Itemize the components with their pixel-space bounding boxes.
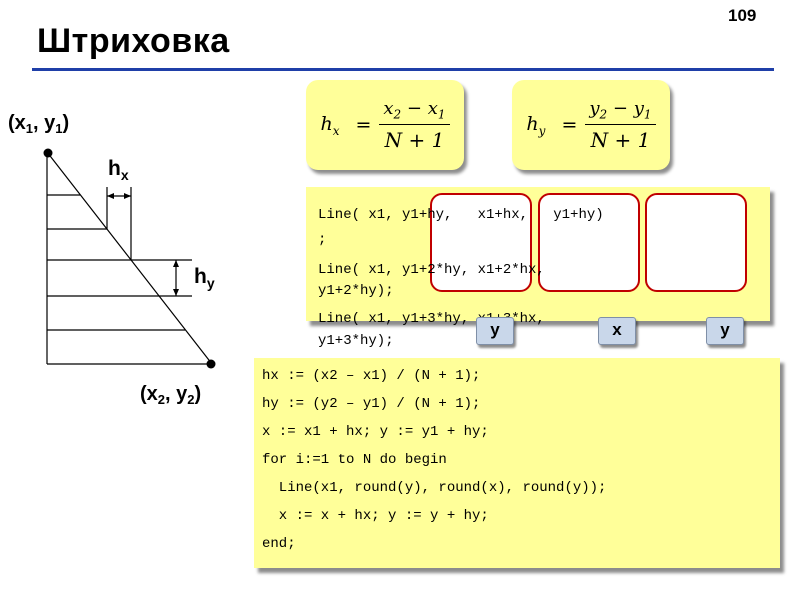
example-line-1: Line( x1, y1+hy, x1+hx, y1+hy): [318, 207, 604, 223]
example-line-2: ;: [318, 232, 327, 248]
hy-formula: hy = y2 − y1 N + 1: [512, 80, 670, 170]
y-end-tag: y: [706, 317, 744, 345]
x-highlight-box: [538, 193, 640, 292]
y-end-highlight-box: [645, 193, 747, 292]
title-rule: [32, 68, 774, 71]
point-2-dot: [206, 359, 216, 369]
program-line-7: end;: [262, 536, 296, 552]
x-tag: x: [598, 317, 636, 345]
program-line-4: for i:=1 to N do begin: [262, 452, 447, 468]
hx-arrow-left: [107, 193, 114, 199]
hy-arrow-bottom: [173, 289, 179, 296]
hy-formula-box: hy = y2 − y1 N + 1: [512, 80, 670, 170]
diagonal-line: [46, 151, 213, 365]
slide-number: 109: [728, 6, 757, 25]
hx-arrow-right: [124, 193, 131, 199]
program-line-2: hy := (y2 – y1) / (N + 1);: [262, 396, 481, 412]
point-1-label: (x1, y1): [8, 112, 70, 136]
example-line-4: y1+2*hy);: [318, 283, 394, 299]
y-highlight-box: [430, 193, 532, 292]
example-line-6: y1+3*hy);: [318, 333, 394, 349]
point-1-dot: [43, 148, 53, 158]
program-line-6: x := x + hx; y := y + hy;: [262, 508, 489, 524]
hx-label: hx: [108, 157, 129, 183]
hy-label: hy: [194, 265, 215, 291]
slide-title: Штриховка: [37, 22, 230, 60]
y-tag: y: [476, 317, 514, 345]
hx-formula-box: hx = x2 − x1 N + 1: [306, 80, 464, 170]
hx-formula: hx = x2 − x1 N + 1: [306, 80, 464, 170]
example-line-3: Line( x1, y1+2*hy, x1+2*hx,: [318, 262, 545, 278]
program-line-1: hx := (x2 – x1) / (N + 1);: [262, 368, 481, 384]
point-2-label: (x2, y2): [140, 383, 202, 407]
program-line-3: x := x1 + hx; y := y1 + hy;: [262, 424, 489, 440]
hy-arrow-top: [173, 260, 179, 267]
program-code-panel: [254, 358, 780, 568]
program-line-5: Line(x1, round(y), round(x), round(y));: [262, 480, 607, 496]
